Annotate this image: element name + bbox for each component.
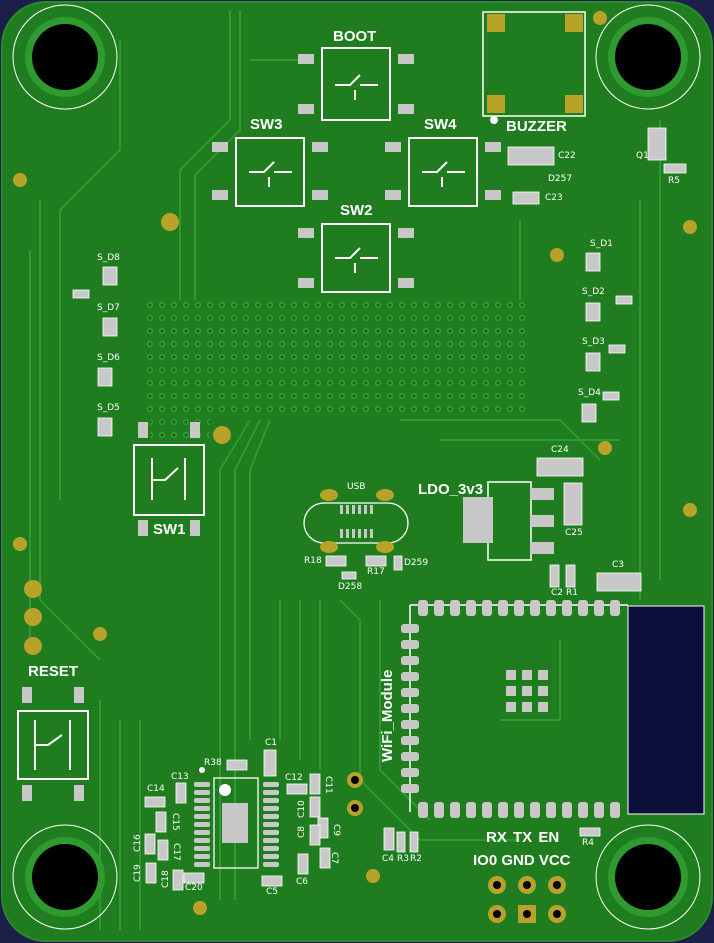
usb-label: USB bbox=[347, 482, 366, 492]
ref-label: Q1 bbox=[636, 151, 649, 161]
ref-label: D259 bbox=[404, 558, 429, 568]
ref-label: C15 bbox=[170, 813, 180, 831]
header-row2-label: IO0 GND VCC bbox=[473, 852, 571, 869]
passives bbox=[72, 127, 687, 891]
ref-label: C14 bbox=[147, 784, 165, 794]
ref-label: R5 bbox=[668, 176, 680, 186]
buzzer-label: BUZZER bbox=[506, 118, 567, 135]
sw1-label: SW1 bbox=[153, 521, 186, 538]
ref-label: C10 bbox=[297, 800, 307, 818]
reset-label: RESET bbox=[28, 663, 79, 680]
usb-outline bbox=[303, 502, 409, 544]
wifi-antenna-area bbox=[627, 605, 705, 815]
ref-label: C4 bbox=[382, 854, 395, 864]
ref-label: C24 bbox=[551, 445, 569, 455]
led-label: S_D8 bbox=[97, 253, 120, 263]
ref-label: R4 bbox=[582, 838, 594, 848]
ref-label: C6 bbox=[296, 877, 309, 887]
ref-label: C19 bbox=[133, 864, 143, 882]
ref-label: R1 bbox=[566, 588, 578, 598]
ldo-label: LDO_3v3 bbox=[418, 481, 484, 498]
switch-outlines bbox=[17, 47, 478, 780]
ref-label: R38 bbox=[204, 758, 222, 768]
ref-label: C12 bbox=[285, 773, 303, 783]
ref-label: R3 bbox=[397, 854, 409, 864]
ref-label: C9 bbox=[331, 824, 341, 837]
ref-label: C7 bbox=[329, 852, 339, 865]
header-row1-label: RX TX EN bbox=[486, 829, 560, 846]
led-label: S_D3 bbox=[582, 337, 605, 347]
ref-label: D257 bbox=[548, 174, 573, 184]
ref-label: C2 bbox=[551, 588, 564, 598]
ref-label: C23 bbox=[545, 193, 563, 203]
traces bbox=[29, 10, 661, 930]
led-label: S_D6 bbox=[97, 353, 120, 363]
ref-label: C22 bbox=[558, 151, 576, 161]
wifi-pads bbox=[401, 600, 620, 818]
ref-label: C3 bbox=[612, 560, 625, 570]
wifi-module-label: WiFi_Module bbox=[379, 669, 396, 762]
ref-label: C1 bbox=[265, 738, 278, 748]
led-label: S_D2 bbox=[582, 287, 605, 297]
ref-label: D258 bbox=[338, 582, 363, 592]
ref-label: C16 bbox=[133, 834, 143, 852]
led-label: S_D4 bbox=[578, 388, 601, 398]
ref-label: C13 bbox=[171, 772, 189, 782]
ref-label: C11 bbox=[323, 776, 333, 794]
mounting-holes bbox=[12, 4, 701, 930]
ic-outline bbox=[213, 777, 259, 869]
sw3-label: SW3 bbox=[250, 116, 283, 133]
ref-label: C20 bbox=[185, 883, 203, 893]
ref-label: C8 bbox=[297, 825, 307, 838]
ref-label: C18 bbox=[161, 870, 171, 888]
switch-pads bbox=[22, 54, 501, 801]
sw4-label: SW4 bbox=[424, 116, 457, 133]
led-label: S_D1 bbox=[590, 239, 613, 249]
ref-label: R18 bbox=[304, 556, 322, 566]
led-label: S_D5 bbox=[97, 403, 120, 413]
buzzer-outline bbox=[482, 11, 586, 117]
ref-label: R17 bbox=[367, 567, 385, 577]
ic-pins bbox=[194, 782, 279, 867]
ref-label: C25 bbox=[565, 528, 583, 538]
boot-switch-label: BOOT bbox=[333, 28, 377, 45]
ref-label: C5 bbox=[266, 887, 279, 897]
sw2-label: SW2 bbox=[340, 202, 373, 219]
ref-label: C17 bbox=[171, 843, 181, 861]
led-label: S_D7 bbox=[97, 303, 120, 313]
via-grid bbox=[145, 300, 525, 415]
ref-label: R2 bbox=[410, 854, 422, 864]
